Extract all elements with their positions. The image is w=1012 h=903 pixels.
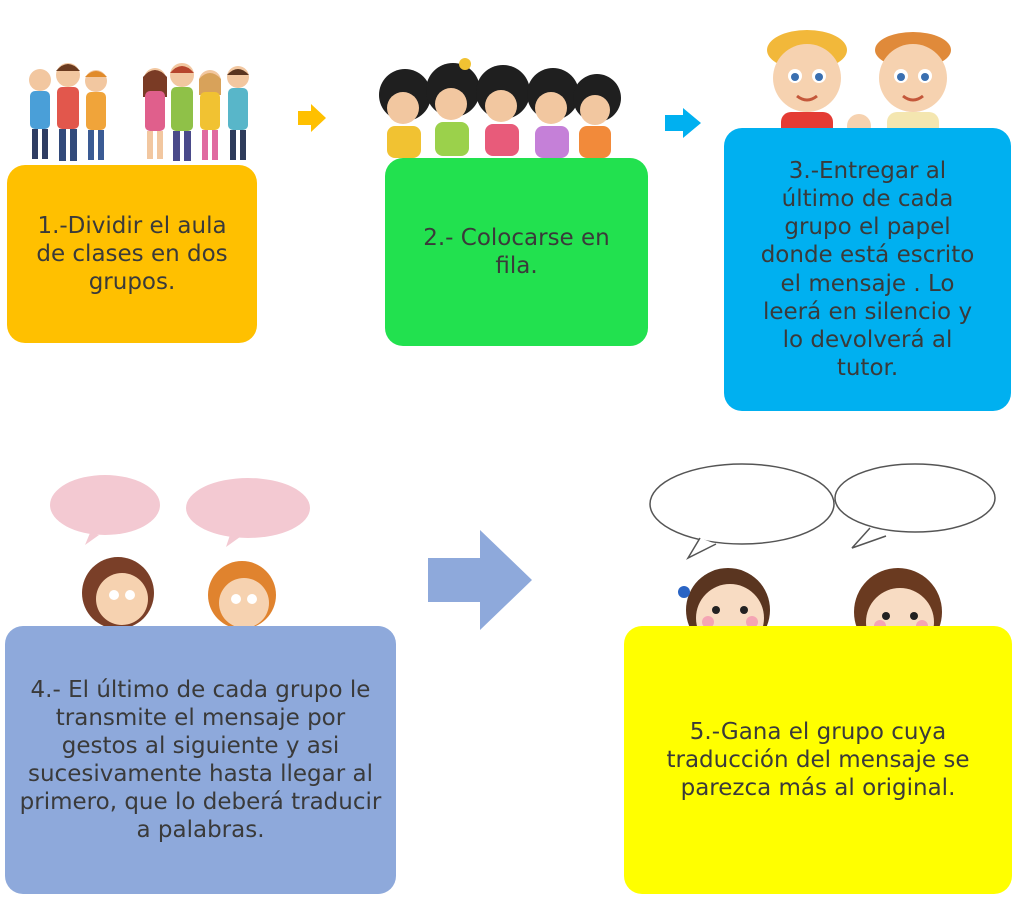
arrow-icon-4-to-5 [428,530,532,630]
step-box-5: 5.-Gana el grupo cuya traducción del men… [624,626,1012,894]
arrow-shape-2 [665,108,701,138]
arrow-shape-1 [298,104,326,132]
step-text-3: 3.-Entregar al último de cada grupo el p… [760,158,975,381]
step-text-4: 4.- El último de cada grupo le transmite… [19,676,382,844]
step-box-4: 4.- El último de cada grupo le transmite… [5,626,396,894]
arrow-icon-1-to-2 [298,104,326,132]
step-text-5: 5.-Gana el grupo cuya traducción del men… [666,718,970,802]
arrow-shape-3 [428,530,532,630]
children-in-line-illustration [365,40,625,170]
step-text-2: 2.- Colocarse en fila. [423,224,610,279]
step-text-1: 1.-Dividir el aula de clases en dos grup… [36,212,228,296]
children-with-pink-speech-bubbles-illustration [40,475,340,627]
group-of-children-illustration [10,45,265,175]
step-box-1: 1.-Dividir el aula de clases en dos grup… [7,165,257,343]
two-boys-holding-hands-illustration [745,28,985,140]
step-box-2: 2.- Colocarse en fila. [385,158,648,346]
children-with-empty-speech-bubbles-illustration [630,462,1010,627]
step-box-3: 3.-Entregar al último de cada grupo el p… [724,128,1011,411]
arrow-icon-2-to-3 [665,108,701,138]
